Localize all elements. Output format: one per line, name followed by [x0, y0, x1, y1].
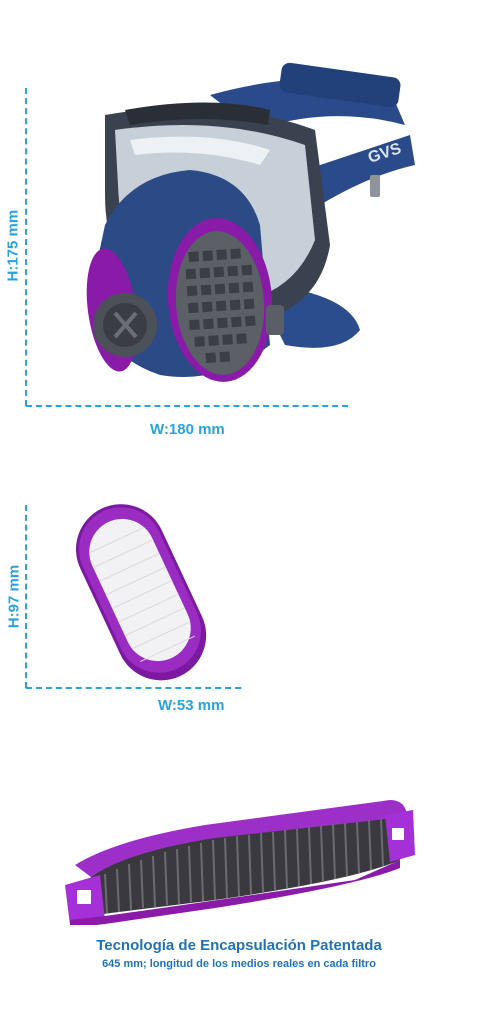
- filter-width-line: [26, 687, 241, 689]
- mask-illustration: GVS: [86, 62, 415, 382]
- filter-height-label: H:97 mm: [5, 564, 23, 629]
- caption-subtitle: 645 mm; longitud de los medios reales en…: [102, 958, 376, 970]
- filter-illustration: [75, 504, 207, 681]
- filter-width-label: W:53 mm: [158, 697, 225, 714]
- media-illustration: [65, 800, 415, 925]
- mask-width-line: [26, 405, 348, 407]
- mask-height-line: [25, 88, 27, 406]
- mask-height-label: H:175 mm: [4, 209, 22, 282]
- caption-title: Tecnología de Encapsulación Patentada: [96, 937, 382, 954]
- mask-width-label: W:180 mm: [150, 421, 225, 438]
- filter-height-line: [25, 505, 27, 688]
